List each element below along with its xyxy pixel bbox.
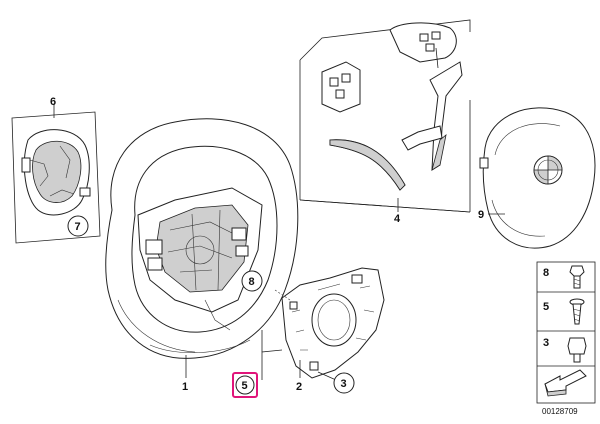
callout-4[interactable]: 4 [394,213,401,225]
callout-1[interactable]: 1 [182,381,188,393]
arrow-3d-icon [544,369,587,397]
airbag-part [479,107,596,249]
legend-item-5[interactable]: 5 [543,301,549,313]
callout-5[interactable]: 5 [242,380,248,392]
clock-spring-part [21,129,91,216]
callout-8-circle [241,270,263,292]
legend-frame [536,261,596,404]
callout-2[interactable]: 2 [296,381,302,393]
bolt-8-icon [569,265,585,289]
clock-spring-frame [11,111,101,244]
leader-5 [261,349,283,380]
mounting-plate-part [281,267,385,379]
callout-9[interactable]: 9 [478,209,484,221]
callout-3[interactable]: 3 [341,378,347,390]
callout-5-circle [235,375,255,395]
callout-3-circle [333,372,355,394]
callout-6[interactable]: 6 [50,96,56,108]
diagram-id: 00128709 [542,407,578,416]
leader-3 [317,371,337,381]
callout-7[interactable]: 7 [75,221,81,233]
clock-spring-group: 6 7 [11,96,101,244]
trim-switch-group [299,19,471,213]
screw-5-icon [569,298,585,325]
callout-7-circle [67,215,89,237]
legend-item-8[interactable]: 8 [543,267,549,279]
legend-item-3[interactable]: 3 [543,337,549,349]
steering-wheel-part [105,118,299,359]
fastener-legend: 8 5 3 [536,261,596,404]
callout-8[interactable]: 8 [249,276,255,288]
nut-3-icon [567,337,587,363]
